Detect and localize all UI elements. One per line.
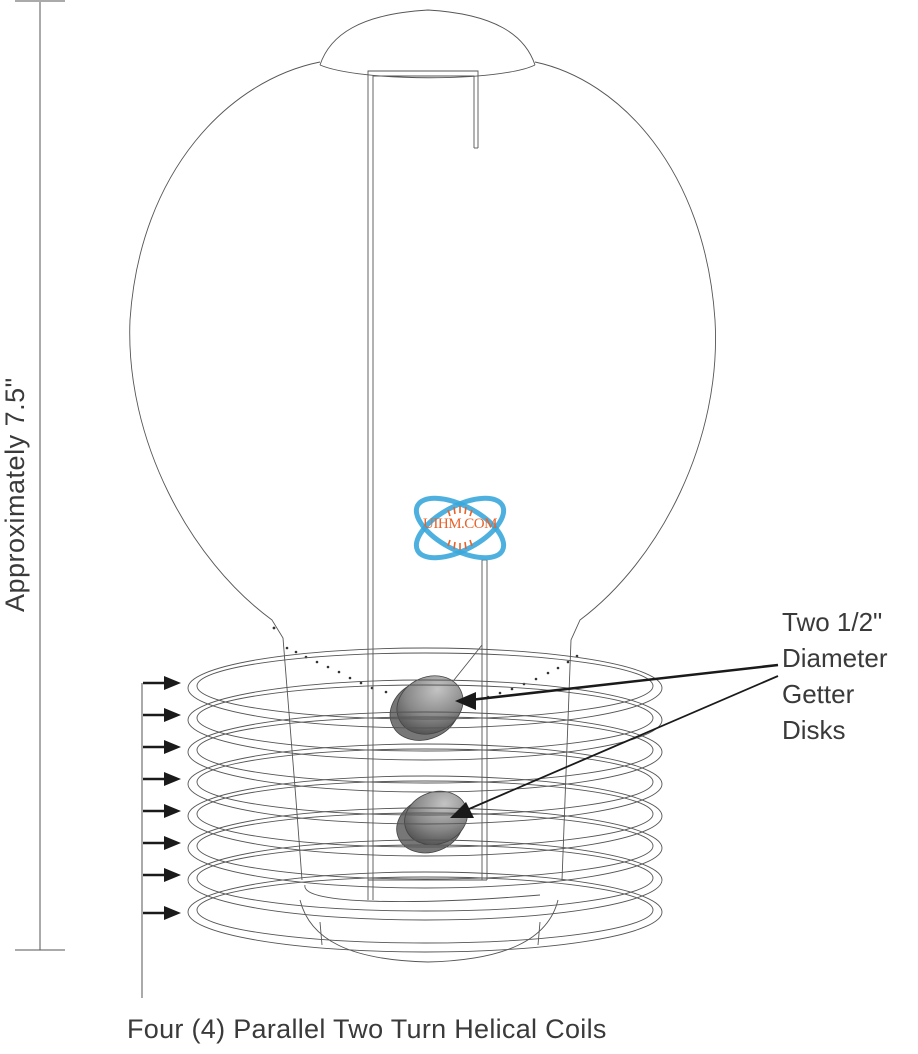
getter-disks-label: Two 1/2" Diameter Getter Disks: [782, 604, 887, 748]
uihm-watermark-logo: UIHM.COM: [408, 488, 512, 568]
bulb-envelope: [129, 9, 716, 963]
getter-disk-lower: [396, 790, 468, 854]
helical-coils: [187, 647, 663, 953]
getter-label-line-1: Two 1/2": [782, 607, 883, 637]
getter-label-line-2: Diameter: [782, 643, 888, 673]
coil-feed-arrows: [141, 676, 183, 998]
watermark-text: UIHM.COM: [423, 516, 497, 532]
getter-callout-arrows: [450, 663, 779, 818]
dimension-line: [15, 0, 65, 951]
dimension-label: Approximately 7.5": [0, 377, 30, 612]
getter-disk-upper: [389, 675, 464, 741]
getter-label-line-4: Disks: [782, 715, 846, 745]
getter-label-line-3: Getter: [782, 679, 855, 709]
atom-orbit-icon: [413, 495, 507, 561]
coils-caption: Four (4) Parallel Two Turn Helical Coils: [127, 1014, 607, 1044]
support-frame: [367, 70, 488, 900]
